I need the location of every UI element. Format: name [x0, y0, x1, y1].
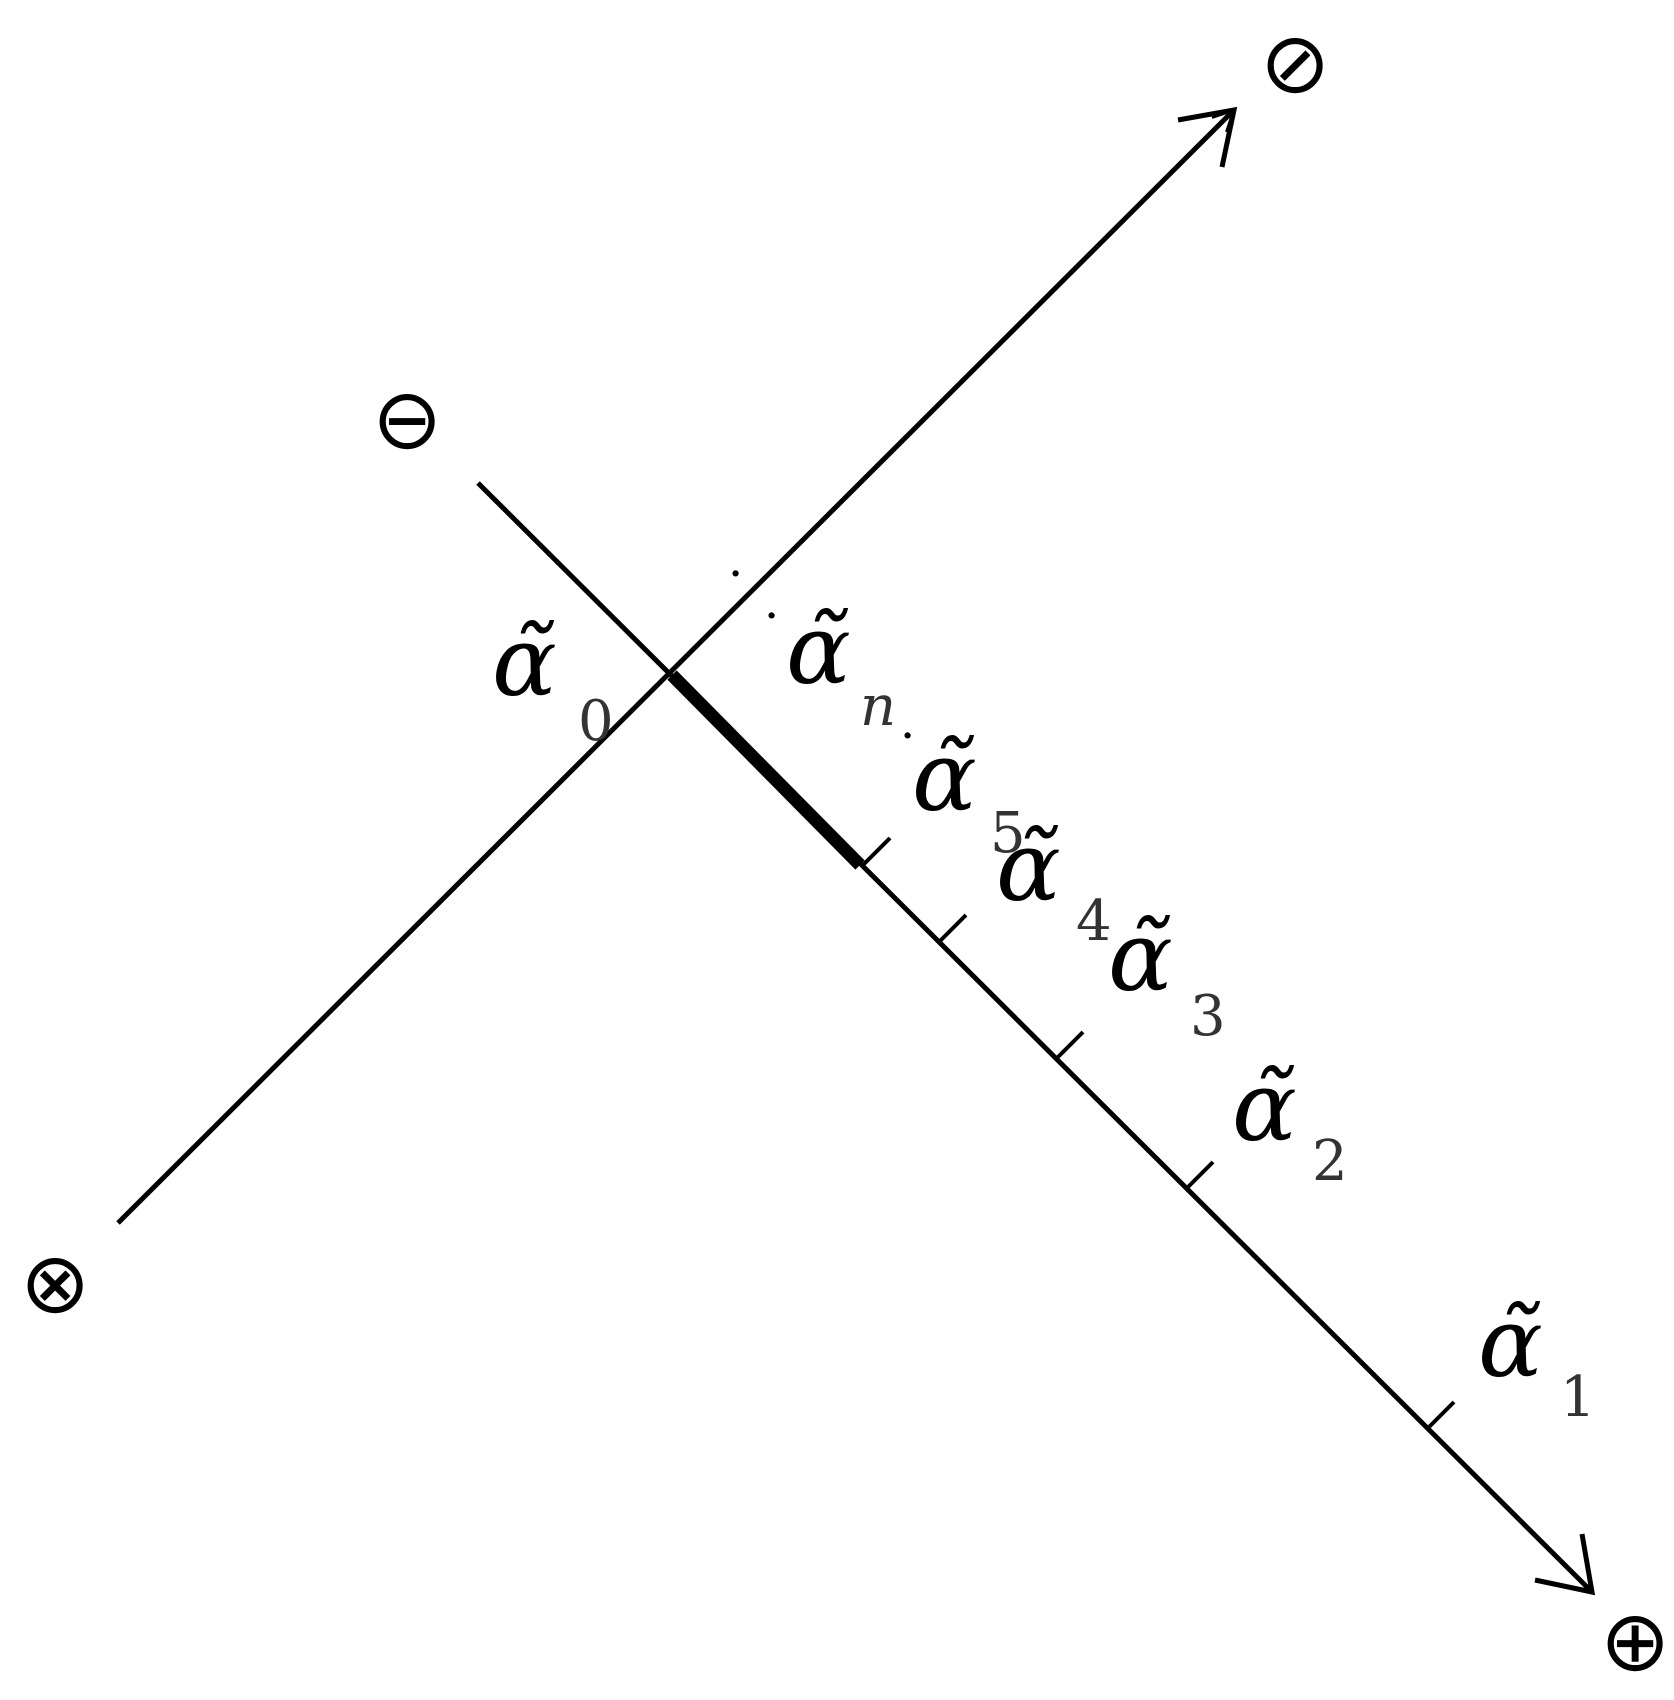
svg-text:5: 5 — [990, 801, 1026, 866]
symbol-upper-right: ⊘ — [1260, 14, 1330, 112]
svg-text:2: 2 — [1312, 1129, 1348, 1194]
ellipsis-dot-1: · — [728, 546, 743, 602]
symbol-lower-left: ⊗ — [20, 1234, 90, 1332]
label-alpha-4: α̃ 4 — [996, 811, 1112, 954]
tick-a2 — [1183, 1160, 1215, 1192]
axis-upper-left-to-lower-right — [476, 481, 1594, 1594]
label-alpha-1: α̃ 1 — [1478, 1287, 1596, 1430]
label-alpha-n: α̃ n — [786, 594, 896, 739]
svg-text:α̃: α̃ — [1232, 1051, 1297, 1163]
symbol-upper-left: ⊖ — [372, 370, 442, 468]
label-alpha-5: α̃ 5 — [912, 721, 1026, 866]
arrowhead-lower-right — [1534, 1533, 1596, 1596]
ellipsis-dot-3: · — [900, 708, 915, 764]
svg-text:α̃: α̃ — [492, 606, 557, 718]
label-alpha-2: α̃ 2 — [1232, 1051, 1348, 1194]
svg-text:0: 0 — [578, 689, 614, 754]
ellipsis-dot-2: · — [764, 588, 779, 644]
tick-a1 — [1424, 1400, 1456, 1432]
svg-text:α̃: α̃ — [912, 721, 977, 833]
svg-text:α̃: α̃ — [786, 594, 851, 706]
tick-a3 — [1053, 1030, 1085, 1062]
tick-a4 — [936, 913, 968, 945]
svg-text:n: n — [860, 674, 896, 739]
symbol-lower-right: ⊕ — [1600, 1592, 1670, 1690]
svg-text:α̃: α̃ — [1478, 1287, 1543, 1399]
axis-lower-left-to-upper-right — [116, 110, 1234, 1225]
svg-text:α̃: α̃ — [1108, 901, 1173, 1013]
svg-text:α̃: α̃ — [996, 811, 1061, 923]
svg-text:1: 1 — [1560, 1365, 1596, 1430]
svg-text:4: 4 — [1076, 889, 1112, 954]
svg-text:3: 3 — [1190, 984, 1226, 1049]
arrowhead-upper-right — [1177, 106, 1238, 168]
tick-a5 — [860, 836, 892, 868]
dense-tick-segment — [667, 670, 865, 870]
label-alpha-0: α̃ 0 — [492, 606, 614, 754]
label-alpha-3: α̃ 3 — [1108, 901, 1226, 1049]
